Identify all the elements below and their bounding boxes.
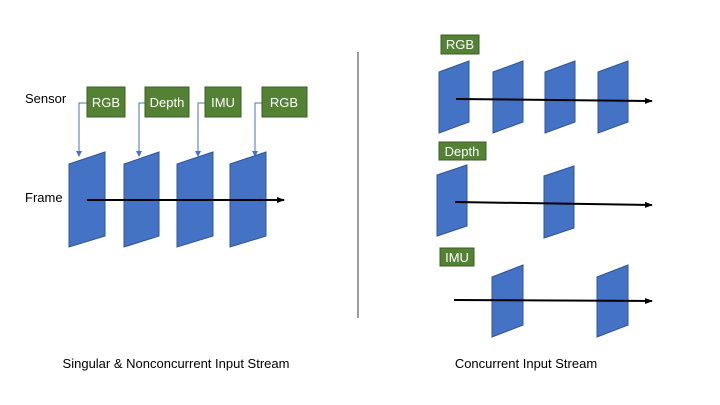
frame-shape xyxy=(543,165,575,239)
rgb-timeline-arrow xyxy=(455,97,653,104)
frame-shape xyxy=(436,164,468,237)
depth-timeline-arrow xyxy=(454,201,653,208)
stream-label: IMU xyxy=(445,250,469,265)
imu-stream: IMU xyxy=(439,247,653,338)
stream-label-box xyxy=(440,34,480,55)
depth-stream: Depth xyxy=(436,141,653,239)
imu-timeline-arrow xyxy=(453,297,653,304)
sensor-row-label: Sensor xyxy=(25,91,67,106)
stream-label-box xyxy=(439,247,475,267)
sensor-box-rgb-1: RGB xyxy=(86,86,126,118)
sensor-box-imu: IMU xyxy=(204,86,242,118)
frame-shape xyxy=(597,60,629,134)
frame-shape xyxy=(492,60,524,134)
sensor-box-rgb-2: RGB xyxy=(261,86,308,118)
stream-label: RGB xyxy=(446,37,474,52)
frame-row-label: Frame xyxy=(25,190,63,205)
sensor-connectors xyxy=(76,102,262,157)
sensor-label: RGB xyxy=(270,95,298,110)
stream-label-box xyxy=(438,141,487,161)
frame-shape xyxy=(544,60,576,134)
right-caption: Concurrent Input Stream xyxy=(455,356,597,371)
rgb-stream: RGB xyxy=(438,34,653,134)
left-panel: Sensor Frame RGB Depth IMU RGB xyxy=(25,86,308,371)
right-panel: RGB Depth IMU Concurrent Input Stream xyxy=(436,34,653,371)
sensor-box-depth: Depth xyxy=(144,86,190,118)
stream-label: Depth xyxy=(445,144,480,159)
frame-shape xyxy=(438,60,470,134)
sensor-label: Depth xyxy=(150,95,185,110)
sensor-label: IMU xyxy=(211,95,235,110)
sensor-label: RGB xyxy=(92,95,120,110)
left-caption: Singular & Nonconcurrent Input Stream xyxy=(63,356,290,371)
